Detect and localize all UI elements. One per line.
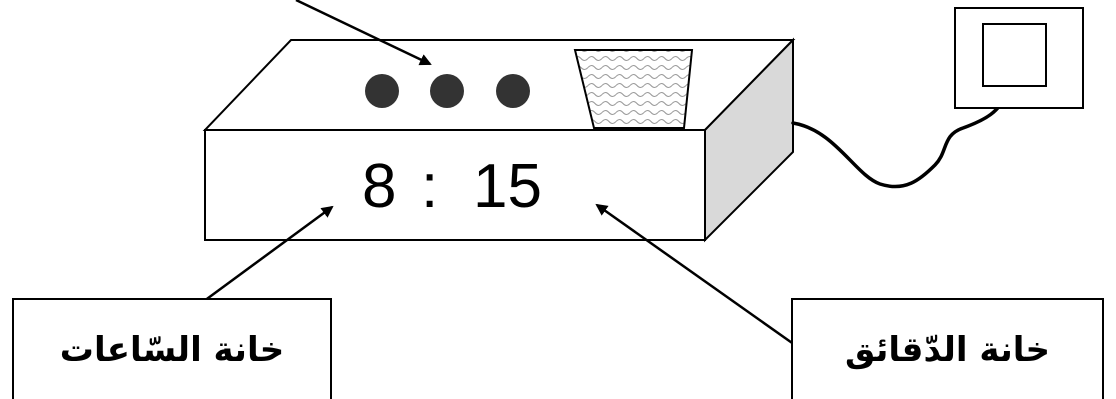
clock-button-1[interactable] <box>365 74 399 108</box>
clock-front-face <box>204 129 706 241</box>
minutes-label-box: خانة الدّقائق <box>791 298 1104 399</box>
arrow-to-buttons <box>295 0 432 66</box>
clock-button-3[interactable] <box>496 74 530 108</box>
arrow-to-hours <box>199 205 334 306</box>
display-separator: : <box>421 152 438 221</box>
hours-label: خانة السّاعات <box>59 329 285 370</box>
display-minutes: 15 <box>473 152 542 221</box>
display-hours: 8 <box>362 152 396 221</box>
minutes-label: خانة الدّقائق <box>845 329 1050 370</box>
wall-outlet-socket <box>982 23 1047 87</box>
clock-button-2[interactable] <box>430 74 464 108</box>
hours-label-box: خانة السّاعات <box>12 298 332 399</box>
arrow-to-minutes <box>595 203 796 347</box>
speaker-grille-icon <box>573 49 694 129</box>
